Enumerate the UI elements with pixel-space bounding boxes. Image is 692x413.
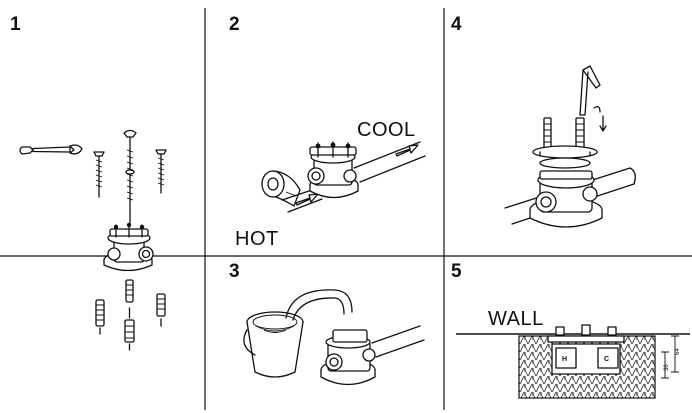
arrow-icon xyxy=(395,144,419,157)
bucket-icon xyxy=(243,311,304,378)
step-3-illustration xyxy=(243,289,425,386)
wall-anchor-icon xyxy=(156,293,166,327)
wall-anchor-icon xyxy=(95,299,105,335)
valve-assembly xyxy=(529,170,603,228)
valve-assembly xyxy=(307,141,359,199)
step-4-illustration xyxy=(504,65,636,228)
arrow-icon xyxy=(295,193,319,206)
screw-icon xyxy=(93,151,105,198)
wall-anchor-icon xyxy=(124,279,135,351)
hot-mark: H xyxy=(562,356,567,363)
rotate-arrow-icon xyxy=(593,106,601,113)
step-3-number: 3 xyxy=(229,261,240,282)
valve-assembly xyxy=(320,329,376,386)
step-1-number: 1 xyxy=(10,14,21,35)
hot-label: HOT xyxy=(235,228,279,250)
thread-tape-icon xyxy=(261,170,301,207)
dimension-outer: 64 xyxy=(675,348,681,355)
step-5-number: 5 xyxy=(451,261,462,282)
valve-assembly xyxy=(103,222,154,272)
cool-label: COOL xyxy=(357,119,416,141)
step-4-number: 4 xyxy=(451,14,462,35)
allen-key-icon xyxy=(579,65,601,116)
step-2-number: 2 xyxy=(229,14,240,35)
step-1-illustration xyxy=(19,129,167,351)
step-2-illustration: COOL HOT xyxy=(235,119,426,250)
hot-port xyxy=(555,347,577,369)
down-arrow-icon xyxy=(599,115,607,132)
cold-port xyxy=(597,347,619,369)
dimension-inner: 36 xyxy=(664,364,670,371)
step-5-illustration: WALL H C 64 36 xyxy=(456,308,690,399)
screw-icon xyxy=(155,149,167,194)
screw-icon xyxy=(123,129,137,227)
wall-label: WALL xyxy=(488,308,544,330)
wrench-icon xyxy=(19,144,83,155)
cold-mark: C xyxy=(604,356,609,363)
